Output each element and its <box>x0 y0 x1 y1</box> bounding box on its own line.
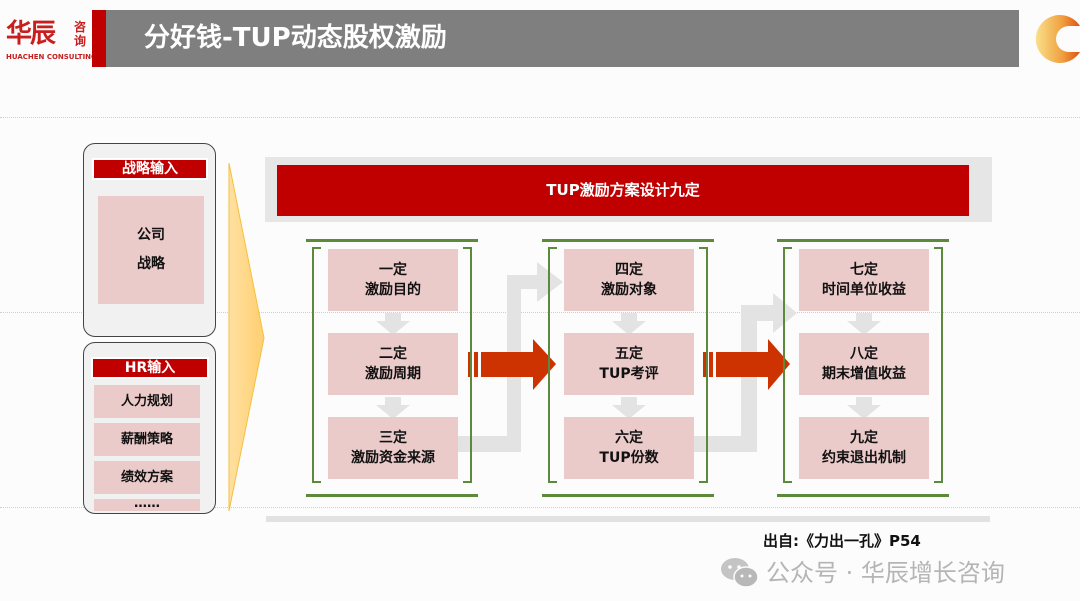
bottom-divider-bar <box>266 516 990 522</box>
hr-item: 薪酬策略 <box>94 423 200 456</box>
right-bracket <box>699 247 708 483</box>
step-box: 三定 激励资金来源 <box>328 417 458 479</box>
down-arrow-icon <box>376 313 410 335</box>
stage-bottom-line <box>542 494 714 497</box>
strategy-line: 战略 <box>137 256 165 272</box>
step-box: 五定 TUP考评 <box>564 333 694 395</box>
step-label: 五定 <box>615 346 643 362</box>
stage-column-3: 七定 时间单位收益 八定 期末增值收益 九定 约束退出机制 <box>777 239 949 500</box>
step-label: 四定 <box>615 262 643 278</box>
huachen-logo: 华辰 咨询 HUACHEN CONSULTING <box>4 18 97 64</box>
source-citation: 出自:《力出一孔》P54 <box>763 532 921 550</box>
title-accent <box>92 10 106 67</box>
step-desc: 约束退出机制 <box>822 450 906 466</box>
step-label: 二定 <box>379 346 407 362</box>
step-box: 四定 激励对象 <box>564 249 694 311</box>
left-bracket <box>312 247 321 483</box>
left-bracket <box>548 247 557 483</box>
stage-top-line <box>306 239 478 242</box>
step-label: 一定 <box>379 262 407 278</box>
step-desc: 激励周期 <box>365 366 421 382</box>
strategy-input-panel: 战略输入 公司 战略 <box>83 143 216 337</box>
nine-decisions-banner: TUP激励方案设计九定 <box>277 165 969 216</box>
step-label: 六定 <box>615 430 643 446</box>
step-label: 九定 <box>850 430 878 446</box>
down-arrow-icon <box>847 313 881 335</box>
strategy-input-heading: 战略输入 <box>92 158 208 180</box>
step-box: 七定 时间单位收益 <box>799 249 929 311</box>
stage-column-2: 四定 激励对象 五定 TUP考评 六定 TUP份数 <box>542 239 714 500</box>
hr-item: 绩效方案 <box>94 461 200 494</box>
wechat-icon <box>721 558 759 588</box>
stage-bottom-line <box>777 494 949 497</box>
step-desc: 激励资金来源 <box>351 450 435 466</box>
hr-input-heading: HR输入 <box>91 357 209 379</box>
step-desc: TUP份数 <box>599 450 659 466</box>
hr-input-panel: HR输入 人力规划 薪酬策略 绩效方案 …… <box>83 342 216 514</box>
step-desc: TUP考评 <box>599 366 659 382</box>
title-bar: 分好钱-TUP动态股权激励 <box>92 10 1019 67</box>
down-arrow-icon <box>612 397 646 419</box>
stage-bottom-line <box>306 494 478 497</box>
step-label: 七定 <box>850 262 878 278</box>
step-box: 六定 TUP份数 <box>564 417 694 479</box>
page-title: 分好钱-TUP动态股权激励 <box>144 23 447 53</box>
hr-item: …… <box>94 497 200 511</box>
watermark-text: 公众号 · 华辰增长咨询 <box>766 559 1005 587</box>
step-box: 九定 约束退出机制 <box>799 417 929 479</box>
right-bracket <box>463 247 472 483</box>
step-box: 一定 激励目的 <box>328 249 458 311</box>
logo-side-text: 咨询 <box>74 20 87 48</box>
step-desc: 期末增值收益 <box>822 366 906 382</box>
step-desc: 时间单位收益 <box>822 282 906 298</box>
hr-item: 人力规划 <box>94 385 200 418</box>
guide-line <box>0 117 1080 118</box>
step-label: 八定 <box>850 346 878 362</box>
step-desc: 激励对象 <box>601 282 657 298</box>
company-strategy-box: 公司 战略 <box>98 196 204 304</box>
step-label: 三定 <box>379 430 407 446</box>
stage-top-line <box>777 239 949 242</box>
brand-c-icon <box>1035 15 1080 63</box>
step-box: 八定 期末增值收益 <box>799 333 929 395</box>
logo-main-text: 华辰 <box>6 19 56 49</box>
logo-subtitle: HUACHEN CONSULTING <box>6 53 97 61</box>
down-arrow-icon <box>612 313 646 335</box>
step-desc: 激励目的 <box>365 282 421 298</box>
left-bracket <box>783 247 792 483</box>
funnel-arrow-icon <box>228 163 265 512</box>
stage-top-line <box>542 239 714 242</box>
stage-column-1: 一定 激励目的 二定 激励周期 三定 激励资金来源 <box>306 239 478 500</box>
right-bracket <box>934 247 943 483</box>
strategy-line: 公司 <box>137 227 165 243</box>
wechat-watermark: 公众号 · 华辰增长咨询 <box>720 556 1005 590</box>
down-arrow-icon <box>376 397 410 419</box>
down-arrow-icon <box>847 397 881 419</box>
step-box: 二定 激励周期 <box>328 333 458 395</box>
guide-line <box>0 507 1080 508</box>
